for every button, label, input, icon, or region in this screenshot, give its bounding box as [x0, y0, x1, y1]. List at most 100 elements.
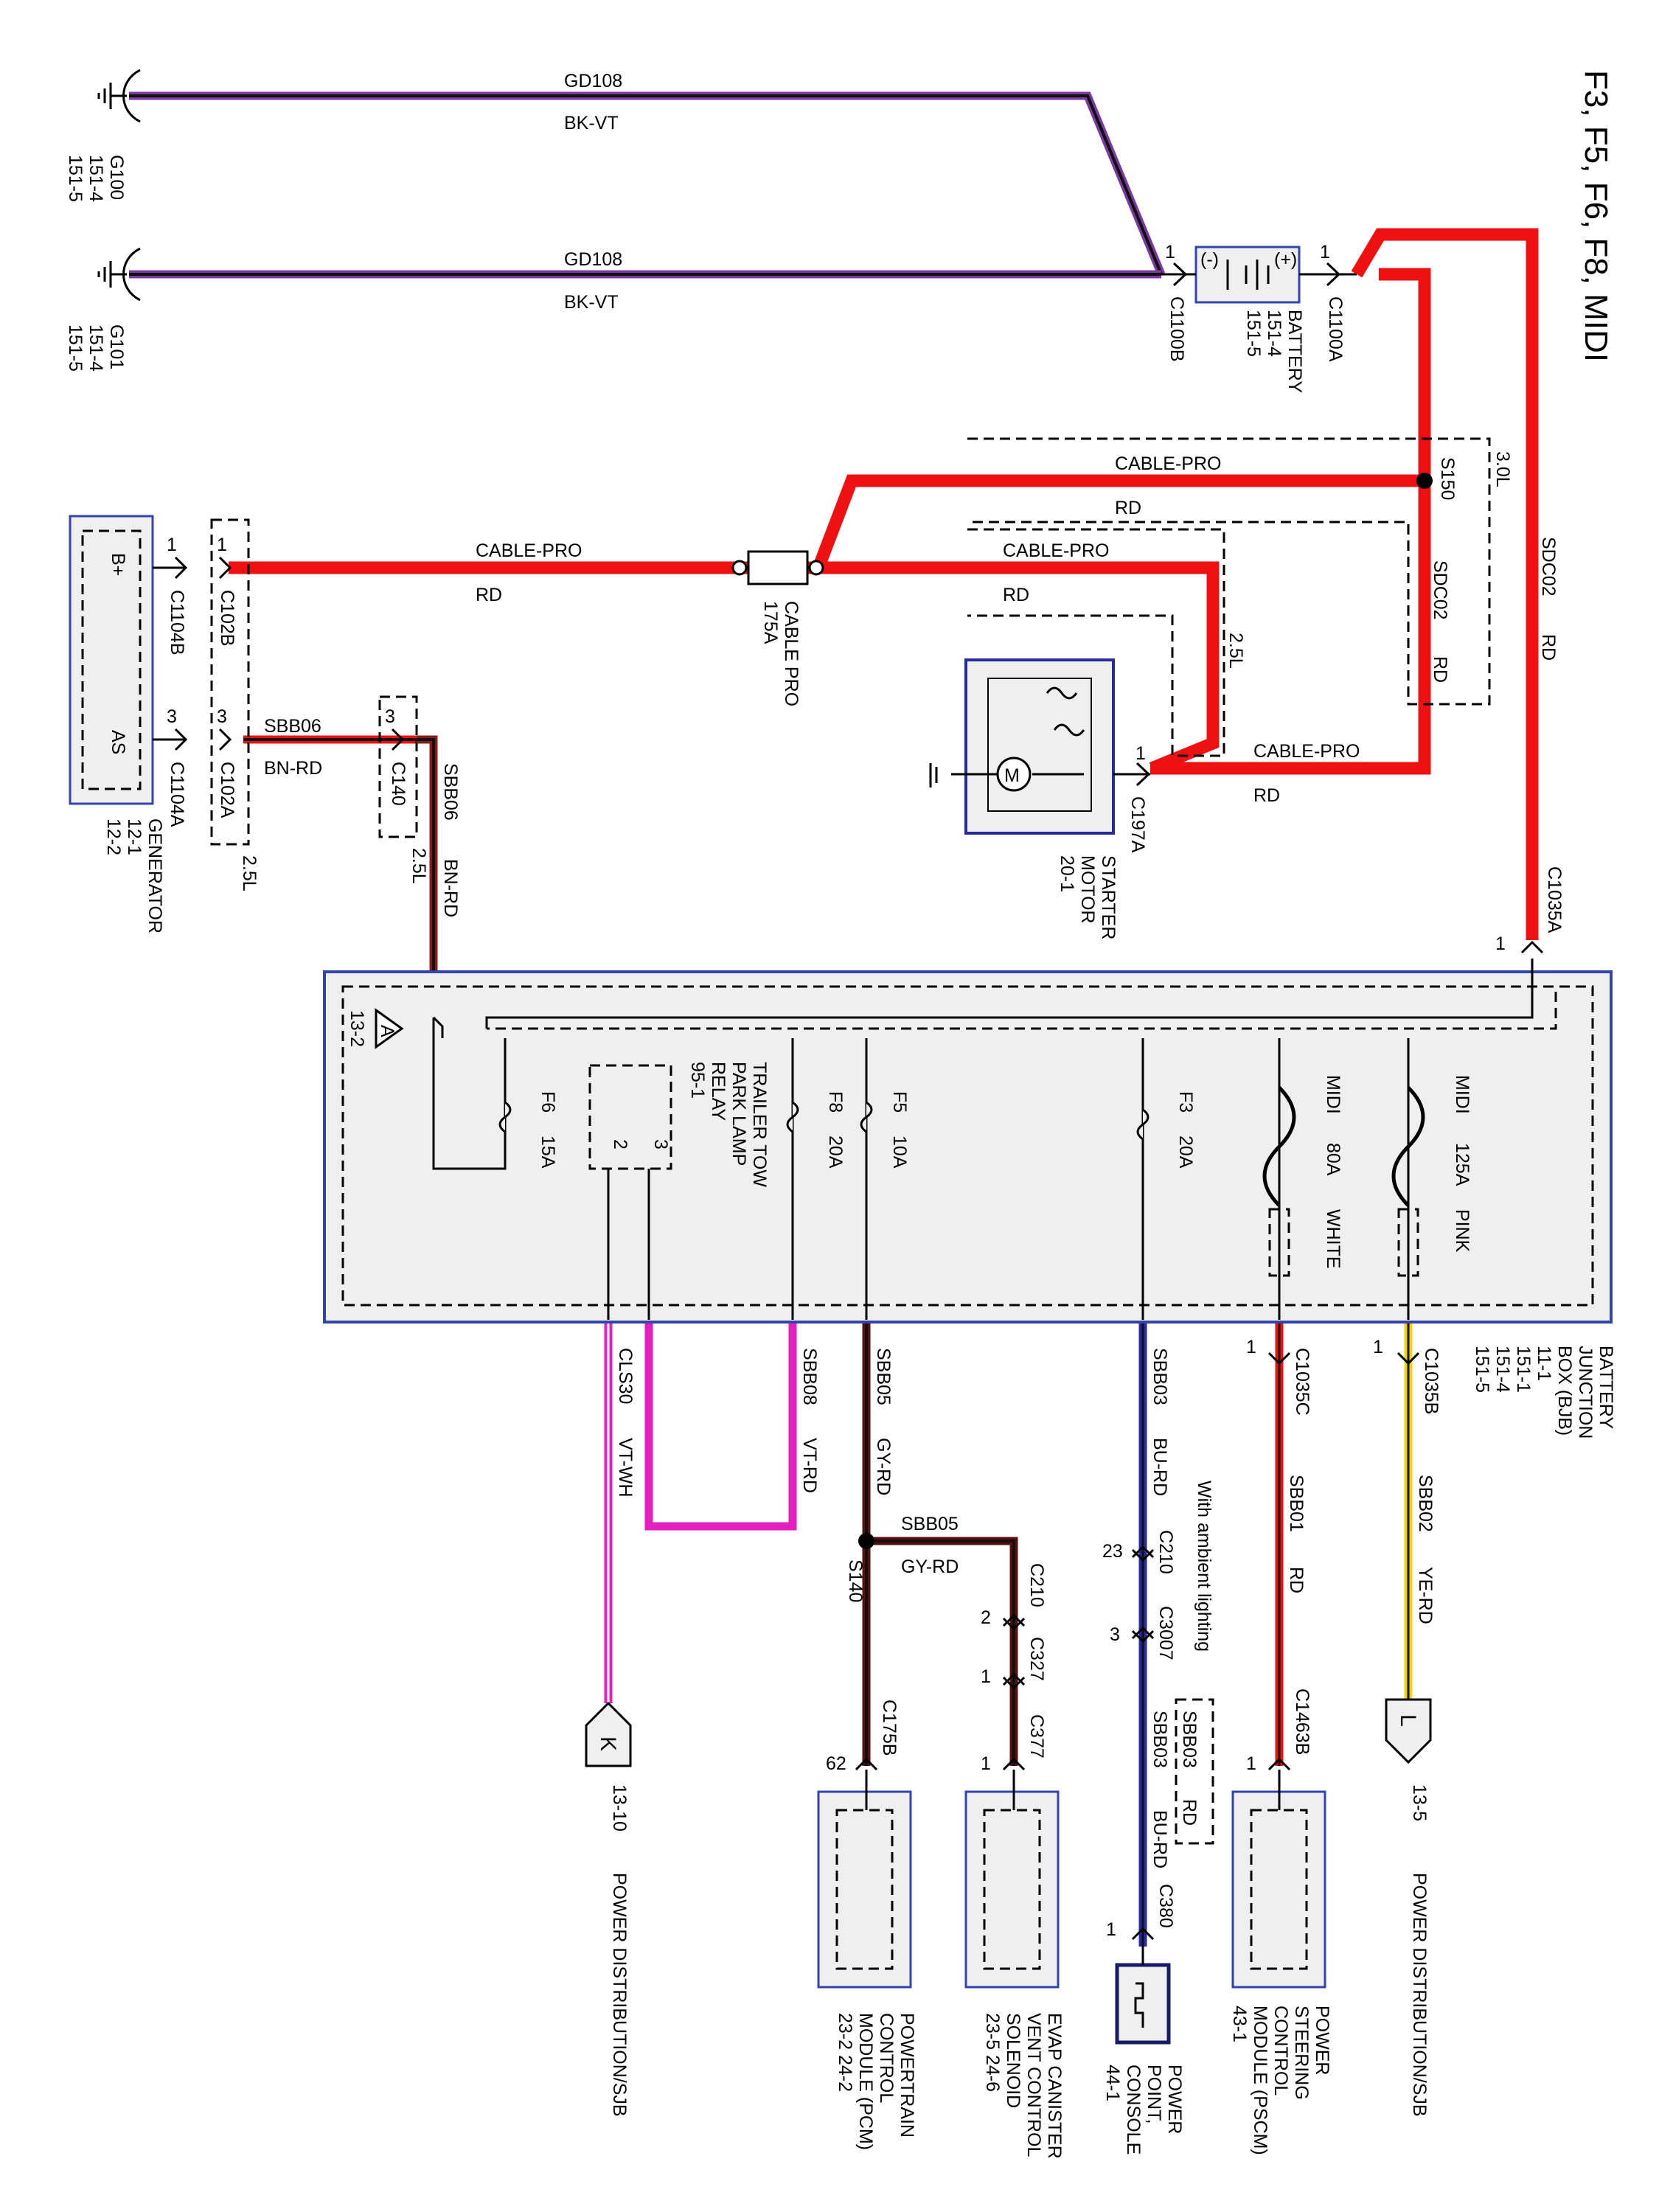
svg-text:151-4: 151-4	[86, 324, 106, 372]
wire-cable-pro-starter-circuit: CABLE-PRO	[1253, 741, 1360, 762]
fuse-f8-icon	[786, 1101, 799, 1133]
svg-text:151-5: 151-5	[65, 324, 86, 372]
svg-text:BOX (BJB): BOX (BJB)	[1554, 1346, 1575, 1436]
ground-g100-pages: 151-4 151-5	[65, 155, 106, 202]
fuse-midi80-id: MIDI	[1323, 1075, 1343, 1114]
pcm-pages: 23-2 24-2	[835, 2013, 855, 2092]
option-25l-c140-region	[378, 695, 418, 838]
splice-s150-label: S150	[1437, 457, 1458, 500]
svg-text:POWER: POWER	[1312, 2006, 1332, 2075]
wire-sbb03-circuit: SBB03	[1150, 1348, 1170, 1405]
connector-c1100a-id: C1100A	[1325, 296, 1346, 362]
evap-pages: 23-5 24-6	[982, 2013, 1003, 2092]
splice-s140-label: S140	[845, 1559, 866, 1602]
connector-c197a-pin: 1	[1135, 743, 1146, 764]
battery-plus: (+)	[1274, 249, 1297, 270]
ground-wire-top	[129, 91, 1166, 276]
wire-gd108-bottom-circuit: GD108	[564, 249, 622, 270]
wire-gd108-top-circuit: GD108	[564, 71, 622, 91]
connector-c1035c-id: C1035C	[1292, 1348, 1312, 1416]
connector-c327-id: C327	[1026, 1637, 1047, 1681]
page-ref-k-letter: K	[596, 1736, 620, 1751]
wire-cls30-color: VT-WH	[615, 1438, 636, 1498]
wire-cls30-circuit: CLS30	[615, 1348, 636, 1404]
splice-s150-icon	[1416, 473, 1433, 489]
connector-c1100b-pin: 1	[1165, 242, 1175, 262]
wire-cable-pro-gen-circuit: CABLE-PRO	[476, 540, 582, 561]
ground-g101-icon	[97, 247, 141, 302]
connector-c377-icon	[1002, 1757, 1026, 1771]
svg-text:151-4: 151-4	[86, 155, 106, 202]
page-title: F3, F5, F6, F8, MIDI	[1578, 70, 1614, 362]
svg-text:151-5: 151-5	[1472, 1346, 1492, 1393]
page-ref-l-page: 13-5	[1409, 1784, 1430, 1821]
connector-c102b-pin: 1	[217, 535, 227, 555]
power-point-page: 44-1	[1102, 2065, 1123, 2101]
svg-text:151-4: 151-4	[1492, 1346, 1513, 1393]
connector-c175b-pin: 62	[826, 1753, 846, 1774]
generator-as: AS	[108, 730, 128, 754]
connector-c102a-pin: 3	[217, 706, 227, 727]
svg-text:SOLENOID: SOLENOID	[1003, 2013, 1023, 2108]
svg-text:TRAILER TOW: TRAILER TOW	[749, 1062, 770, 1187]
wire-sbb08-circuit: SBB08	[799, 1348, 820, 1405]
svg-text:JUNCTION: JUNCTION	[1575, 1346, 1596, 1439]
wire-sbb06-bjb-circuit: SBB06	[440, 763, 461, 821]
connector-c3007-icon	[1131, 1626, 1155, 1644]
starter-motor-page: 20-1	[1057, 855, 1077, 892]
fuse-midi125-id: MIDI	[1452, 1075, 1472, 1114]
fuse-f8-rating: 20A	[825, 1135, 846, 1169]
splice-s140-icon	[858, 1533, 874, 1549]
option-30l-label: 3.0L	[1492, 451, 1513, 487]
connector-c327-icon	[1002, 1672, 1026, 1690]
connector-c1100a-pin: 1	[1320, 242, 1330, 262]
connector-c1100b-icon	[1161, 262, 1196, 287]
svg-text:MODULE (PSCM): MODULE (PSCM)	[1250, 2006, 1270, 2155]
connector-c102b-icon	[218, 556, 232, 580]
fuse-midi80-color: WHITE	[1323, 1209, 1343, 1269]
connector-c1035b-id: C1035B	[1421, 1348, 1441, 1414]
option-25l-starter-region	[967, 528, 1225, 757]
connector-c1104a-id: C1104A	[167, 762, 187, 827]
svg-text:POWER: POWER	[1164, 2065, 1185, 2134]
connector-c380-pin: 1	[1106, 1919, 1116, 1940]
connector-c1463b-pin: 1	[1246, 1753, 1256, 1774]
connector-c1100b-id: C1100B	[1166, 296, 1187, 362]
power-point-name: POWER POINT, CONSOLE	[1123, 2065, 1185, 2154]
relay-name: TRAILER TOW PARK LAMP RELAY	[708, 1062, 770, 1187]
fuse-f8-id: F8	[825, 1091, 846, 1113]
fuse-midi80-icon	[1262, 1086, 1296, 1207]
wire-sbb01-color: RD	[1286, 1567, 1307, 1593]
relay-pin3: 3	[650, 1139, 671, 1150]
wire-sbb05-branch-circuit: SBB05	[901, 1514, 959, 1534]
ground-g100-id: G100	[106, 155, 127, 200]
connector-c140-id: C140	[388, 762, 408, 806]
option-25l-c102-region	[210, 518, 250, 846]
fuse-midi125-color: PINK	[1452, 1209, 1472, 1253]
connector-c1100a-icon	[1299, 262, 1357, 287]
svg-text:12-2: 12-2	[103, 818, 124, 855]
connector-c1104b-icon	[153, 556, 188, 580]
connector-c210-upper-icon	[1131, 1545, 1155, 1562]
connector-c1035c-icon	[1267, 1352, 1291, 1366]
wire-sbb03-ambient-color: RD	[1179, 1799, 1200, 1826]
wire-sbb03-lower-color: BU-RD	[1150, 1810, 1170, 1868]
battery-name: BATTERY	[1284, 310, 1305, 393]
connector-c3007-pin: 3	[1110, 1624, 1120, 1645]
bjb-ref-triangle-icon	[375, 1008, 404, 1049]
connector-c102b-id: C102B	[217, 590, 237, 646]
wire-cable-pro-s150-circuit: CABLE-PRO	[1115, 453, 1221, 474]
svg-text:POWERTRAIN: POWERTRAIN	[897, 2013, 917, 2138]
wire-sbb06-bjb-color: BN-RD	[440, 859, 461, 917]
battery-minus: (-)	[1200, 249, 1219, 270]
connector-c102a-id: C102A	[217, 762, 237, 818]
bjb-internal-lines	[432, 1016, 1419, 1320]
connector-c140-pin: 3	[385, 706, 395, 727]
bjb-ref-triangle-letter: A	[377, 1025, 397, 1037]
page-ref-k-page: 13-10	[609, 1784, 630, 1832]
fuse-f5-rating: 10A	[889, 1135, 910, 1169]
relay-page: 95-1	[687, 1062, 708, 1099]
evap-name: EVAP CANISTER VENT CONTROL SOLENOID	[1003, 2013, 1065, 2159]
connector-c1104b-pin: 1	[167, 535, 177, 555]
